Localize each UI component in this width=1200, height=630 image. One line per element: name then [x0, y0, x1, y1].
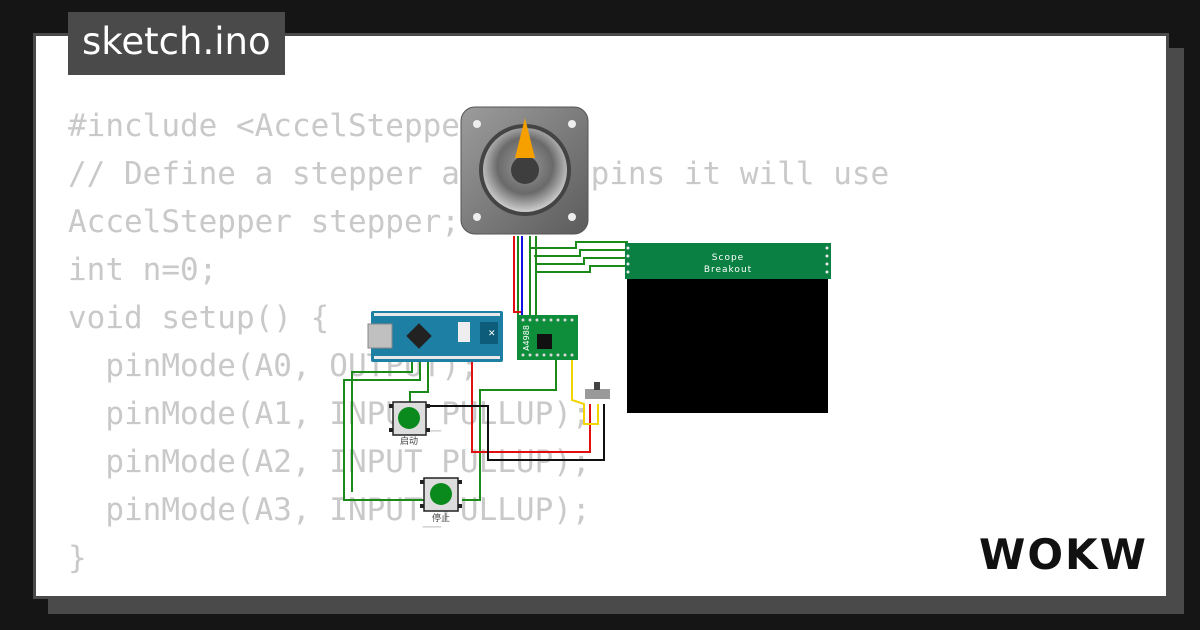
wire-green: [536, 265, 628, 273]
code-line: }: [68, 540, 87, 576]
slide-switch[interactable]: [585, 382, 610, 399]
a4988-driver[interactable]: A4988: [517, 315, 578, 360]
start-button-label: 启动: [400, 435, 418, 447]
start-button[interactable]: 启动: [389, 401, 430, 447]
wire-green: [536, 257, 628, 265]
wokwi-logo: WOKWi: [979, 530, 1151, 577]
wire-green: [534, 249, 628, 257]
code-line: pinMode(A3, INPUT_PULLUP);: [68, 492, 591, 528]
wires: [343, 236, 628, 501]
code-line: pinMode(A0, OUTPUT);: [68, 348, 479, 384]
svg-text:✕: ✕: [488, 329, 496, 339]
driver-label: A4988: [522, 325, 531, 351]
wire-black: [426, 404, 605, 461]
motor-needle: [515, 118, 535, 158]
circuit-diagram: ✕ A4988: [343, 106, 831, 524]
wire-blue: [521, 236, 528, 319]
scope-breakout[interactable]: Scope Breakout: [625, 243, 831, 413]
wire-yellow: [571, 360, 599, 425]
code-line: void setup() {: [68, 300, 330, 336]
scope-title: Scope: [712, 253, 744, 263]
wire-green: [462, 360, 557, 501]
file-tab: sketch.ino: [68, 12, 285, 75]
stepper-motor[interactable]: [460, 106, 589, 235]
wire-green: [530, 241, 628, 249]
code-line: int n=0;: [68, 252, 218, 288]
code-line: pinMode(A1, INPUT_PULLUP);: [68, 396, 591, 432]
stop-button[interactable]: 停止: [420, 477, 462, 524]
stop-button-label: 停止: [432, 512, 450, 524]
wire-green: [351, 362, 413, 492]
arduino-nano[interactable]: ✕: [367, 311, 503, 362]
logo-text: WOKWi: [979, 530, 1151, 577]
preview-card: #include <AccelStepper.h>// Define a ste…: [33, 33, 1169, 599]
code-line: pinMode(A2, INPUT_PULLUP);: [68, 444, 591, 480]
code-line: AccelStepper stepper;: [68, 204, 460, 240]
scope-subtitle: Breakout: [704, 265, 752, 275]
wire-green: [409, 362, 429, 402]
wire-green: [343, 362, 432, 501]
